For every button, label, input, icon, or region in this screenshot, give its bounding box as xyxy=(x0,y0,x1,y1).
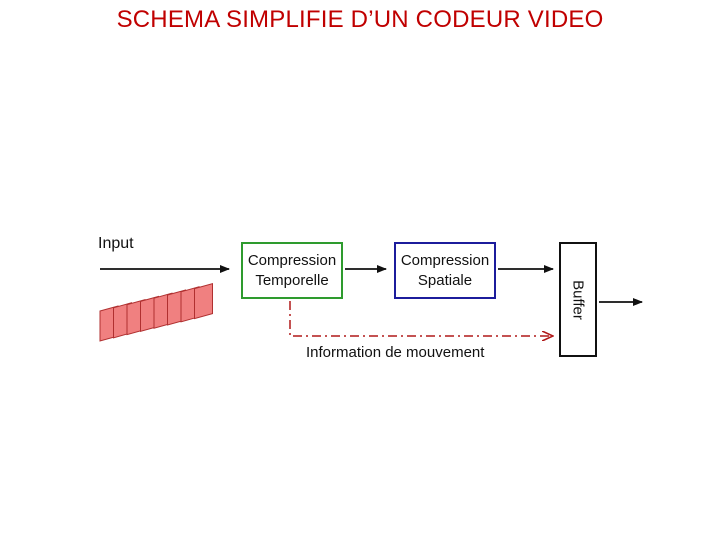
spatial-block-line2: Spatiale xyxy=(417,271,473,289)
buffer-block: Buffer xyxy=(559,242,597,357)
temporal-compression-block: Compression Temporelle xyxy=(241,242,343,299)
motion-information-path xyxy=(289,301,553,336)
temporal-block-line2: Temporelle xyxy=(255,271,329,289)
motion-information-label: Information de mouvement xyxy=(306,344,485,361)
spatial-block-line1: Compression xyxy=(400,251,490,269)
video-frame xyxy=(194,282,213,320)
buffer-label: Buffer xyxy=(569,279,587,320)
spatial-compression-block: Compression Spatiale xyxy=(394,242,496,299)
temporal-block-line1: Compression xyxy=(247,251,337,269)
page-title: SCHEMA SIMPLIFIE D’UN CODEUR VIDEO xyxy=(116,6,604,33)
input-frames-stack xyxy=(99,282,213,342)
input-label: Input xyxy=(98,235,134,252)
